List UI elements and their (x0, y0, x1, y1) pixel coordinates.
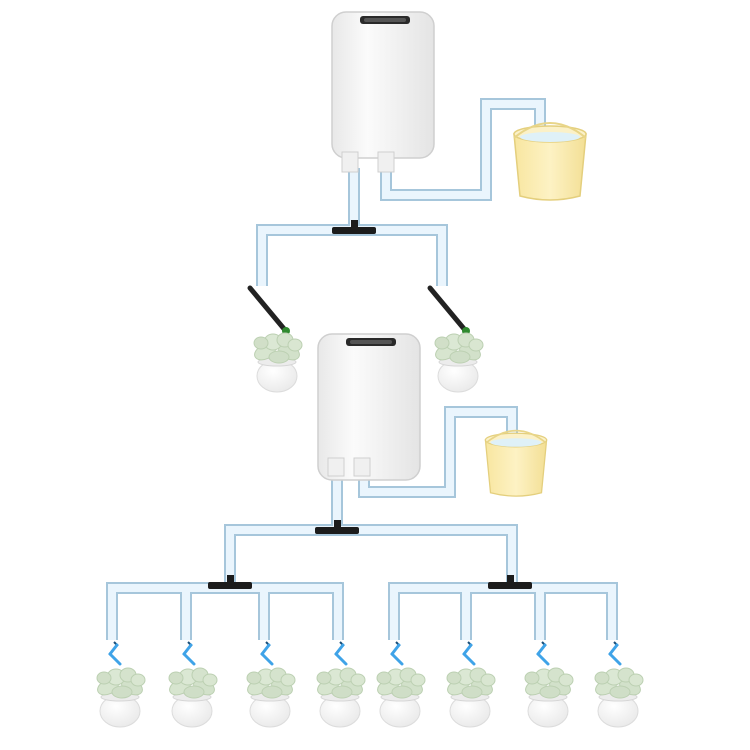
potted-plant-icon (432, 332, 484, 393)
blue-dripper-icon (462, 640, 476, 666)
blue-dripper-icon (260, 640, 274, 666)
water-pump-icon (317, 333, 421, 481)
blue-dripper-icon (608, 640, 622, 666)
potted-plant-icon (166, 667, 218, 728)
blue-dripper-icon (108, 640, 122, 666)
top-irrigation-system (247, 11, 587, 393)
tee-connector-icon (332, 220, 376, 234)
tee-connector-icon (488, 575, 532, 589)
potted-plant-icon (592, 667, 644, 728)
blue-dripper-icon (390, 640, 404, 666)
tee-connector-icon (208, 575, 252, 589)
drip-stake-icon (247, 285, 290, 335)
water-bucket-icon (484, 429, 548, 497)
left-manifold-tube (106, 582, 344, 640)
tee-connector-icon (315, 520, 359, 534)
water-pump-icon (331, 11, 435, 173)
potted-plant-icon (94, 667, 146, 728)
drip-stake-icon (427, 285, 470, 335)
right-manifold-tube (388, 582, 618, 640)
bottom-irrigation-system (94, 333, 644, 728)
blue-dripper-icon (182, 640, 196, 666)
potted-plant-icon (244, 667, 296, 728)
potted-plant-icon (374, 667, 426, 728)
blue-dripper-icon (536, 640, 550, 666)
potted-plant-icon (444, 667, 496, 728)
water-bucket-icon (513, 122, 587, 201)
potted-plant-icon (251, 332, 303, 393)
potted-plant-icon (522, 667, 574, 728)
potted-plant-icon (314, 667, 366, 728)
blue-dripper-icon (334, 640, 348, 666)
